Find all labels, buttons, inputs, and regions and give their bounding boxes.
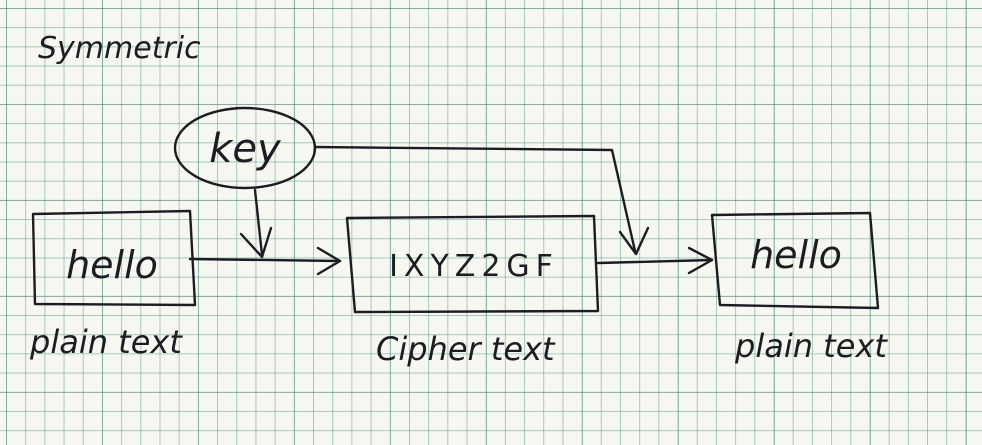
- arrow-input-to-cipher-head: [316, 246, 342, 276]
- arrow-key-to-encrypt-head: [239, 226, 273, 259]
- output-value: hello: [750, 233, 842, 277]
- input-caption: plain text: [29, 323, 183, 361]
- output-caption: plain text: [734, 327, 888, 365]
- cipher-box: [345, 214, 600, 314]
- arrow-cipher-to-output-head: [687, 246, 714, 275]
- output-box: [710, 211, 880, 310]
- arrow-key-to-decrypt-head: [618, 226, 650, 256]
- arrow-key-to-decrypt: [313, 145, 637, 253]
- cipher-caption: Cipher text: [376, 330, 556, 368]
- diagram-title: Symmetric: [38, 31, 201, 66]
- cipher-value: IXYZ2GF: [389, 249, 559, 284]
- arrow-input-to-cipher: [188, 257, 342, 263]
- arrow-key-to-encrypt: [253, 188, 264, 257]
- arrow-cipher-to-output: [596, 258, 714, 265]
- input-box: [31, 209, 197, 307]
- key-label: key: [209, 126, 282, 172]
- input-value: hello: [66, 243, 158, 287]
